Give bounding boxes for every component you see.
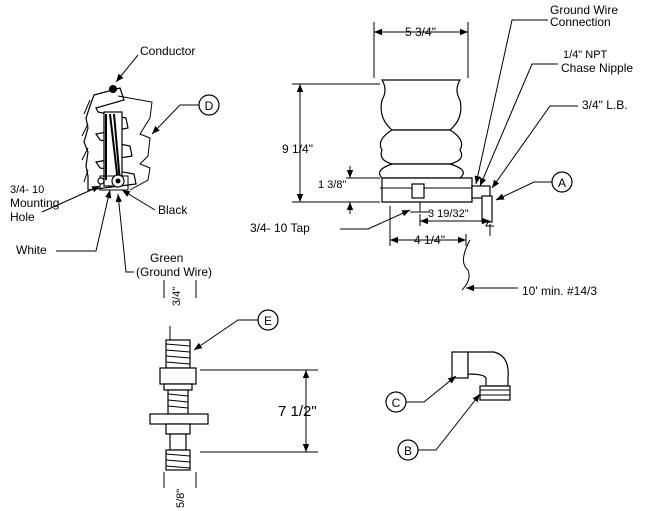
- mounting-nut-center: [115, 178, 121, 184]
- callout-e: E: [264, 314, 272, 328]
- label-wire: 10' min. #14/3: [522, 284, 597, 298]
- leader-c: [406, 375, 457, 403]
- label-lb: 3/4" L.B.: [582, 98, 628, 112]
- supply-wire: [461, 239, 471, 291]
- stud-top-dim-label: 3/4": [171, 287, 183, 306]
- label-npt-1: 1/4" NPT: [563, 49, 608, 61]
- label-mounting-hole-2: Mounting: [10, 196, 59, 210]
- stud-assembly: 3/4": [149, 280, 209, 488]
- label-npt-2: Chase Nipple: [561, 61, 633, 75]
- label-ground-wire-2: Connection: [550, 15, 611, 29]
- label-black: Black: [158, 203, 188, 217]
- leader-ground-wire: [474, 19, 548, 185]
- lb-fitting: [471, 185, 494, 227]
- leader-tap: [340, 209, 411, 230]
- dim-4-1-4-label: 4 1/4": [414, 233, 445, 247]
- leader-green: [115, 193, 134, 273]
- leader-npt: [479, 63, 558, 187]
- callout-b: B: [404, 444, 412, 458]
- insulator-elevation: [379, 79, 474, 213]
- leader-b: [418, 393, 481, 451]
- leader-e: [193, 319, 258, 351]
- stud-bottom-dim-label: 5/8": [175, 489, 187, 508]
- dim-height-label: 9 1/4": [282, 142, 313, 156]
- label-mounting-hole-1: 3/4- 10: [10, 184, 44, 196]
- dim-base-label: 1 3/8": [318, 179, 346, 191]
- leader-black: [121, 189, 156, 211]
- label-green-2: (Ground Wire): [136, 265, 212, 279]
- white-wire-end: [97, 177, 105, 185]
- callout-a: A: [558, 176, 566, 190]
- label-conductor: Conductor: [140, 44, 195, 58]
- leader-mounting-hole: [41, 185, 101, 213]
- dim-stud-length-label: 7 1/2": [278, 403, 317, 420]
- elbow-fitting: [451, 351, 511, 401]
- callout-c: C: [392, 396, 401, 410]
- leader-a: [495, 181, 552, 201]
- leader-conductor: [115, 54, 139, 83]
- label-ground-wire-1: Ground Wire: [550, 3, 618, 17]
- label-mounting-hole-3: Hole: [10, 210, 35, 224]
- label-tap: 3/4- 10 Tap: [250, 221, 310, 235]
- dim-width-label: 5 3/4": [405, 25, 436, 39]
- leader-d: [151, 104, 199, 135]
- label-green-1: Green: [150, 251, 183, 265]
- callout-d: D: [205, 99, 214, 113]
- leader-lb: [491, 105, 578, 189]
- dim-3-19-32-label: 3 19/32": [428, 208, 469, 220]
- label-white: White: [16, 243, 47, 257]
- leader-white: [56, 189, 112, 252]
- conductor-dot: [109, 85, 117, 93]
